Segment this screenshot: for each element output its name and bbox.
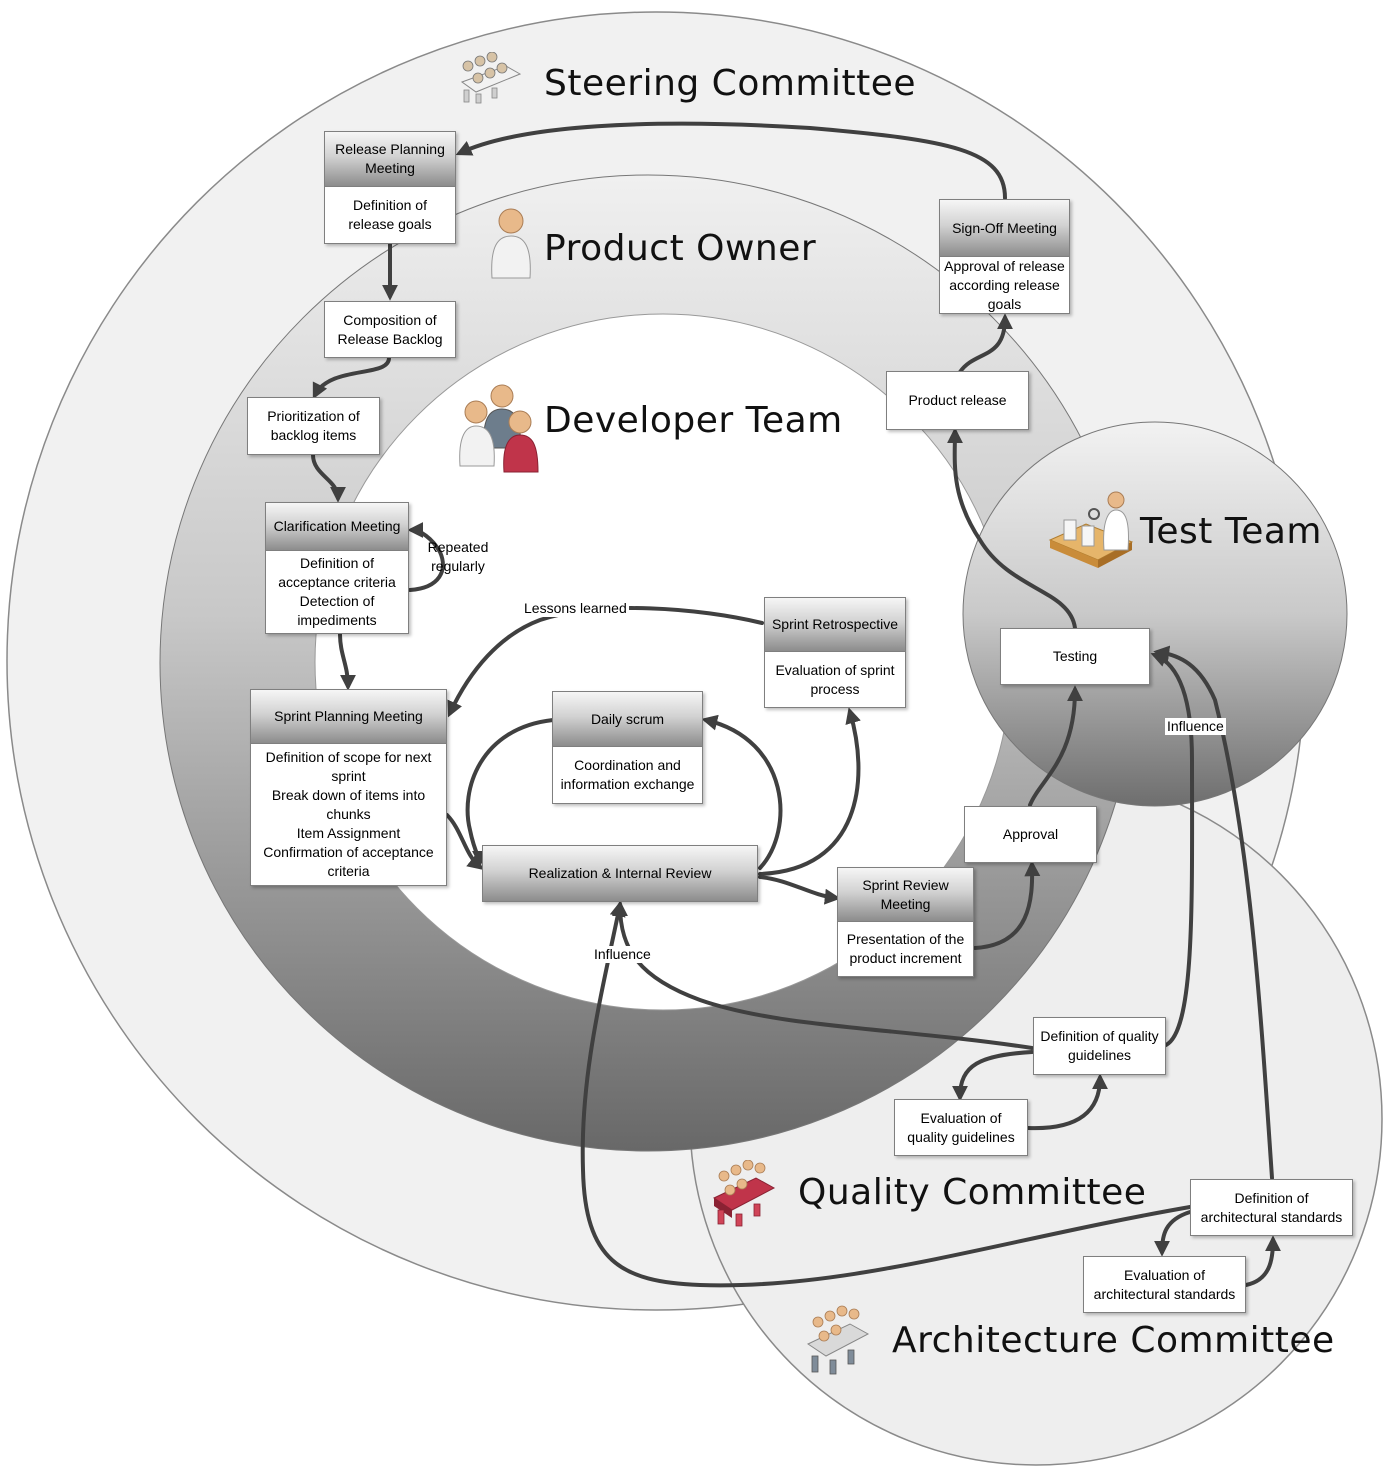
definition-quality-guidelines-box[interactable]: Definition of quality guidelines: [1033, 1017, 1166, 1075]
realization-internal-review-box[interactable]: Realization & Internal Review: [482, 845, 758, 902]
sprint-review-meeting-box[interactable]: Sprint Review Meeting Presentation of th…: [837, 867, 974, 977]
signoff-meeting-box[interactable]: Sign-Off Meeting Approval of release acc…: [939, 199, 1070, 314]
arrow-def-quality-to-eval-quality: [952, 1050, 1034, 1102]
arrow-quality-influence-testing: [1150, 651, 1195, 1047]
approval-box[interactable]: Approval: [964, 806, 1097, 863]
arrow-signoff-to-release-planning: [455, 121, 1007, 200]
meeting-table-red-icon: [712, 1160, 776, 1227]
arrow-sprint-review-to-approval: [973, 860, 1041, 950]
daily-scrum-box[interactable]: Daily scrum Coordination and information…: [552, 691, 703, 804]
arrow-arch-influence-testing: [1153, 645, 1274, 1180]
sprint-review-meeting-title: Sprint Review Meeting: [838, 868, 973, 922]
sprint-retrospective-box[interactable]: Sprint Retrospective Evaluation of sprin…: [764, 597, 906, 708]
arrow-arch-influence-realization: [580, 900, 1192, 1288]
influence-label-realization: Influence: [592, 946, 653, 963]
sprint-planning-meeting-title: Sprint Planning Meeting: [251, 690, 446, 744]
evaluation-architectural-standards-box[interactable]: Evaluation of architectural standards: [1083, 1256, 1246, 1313]
arrow-prioritization-to-clarification: [311, 453, 346, 503]
testing-box[interactable]: Testing: [1000, 628, 1150, 685]
tester-conveyor-icon: [1048, 491, 1134, 568]
clarification-meeting-box[interactable]: Clarification Meeting Definition of acce…: [265, 502, 409, 634]
release-planning-meeting-body: Definition of release goals: [348, 197, 432, 232]
product-owner-title: Product Owner: [544, 228, 817, 269]
sprint-retrospective-title: Sprint Retrospective: [765, 598, 905, 652]
composition-release-backlog-box[interactable]: Composition of Release Backlog: [324, 301, 456, 358]
arrow-realization-to-retrospective: [758, 707, 861, 876]
meeting-table-icon: [806, 1305, 870, 1375]
team-people-icon: [459, 384, 539, 473]
clarification-meeting-body: Definition of acceptance criteria Detect…: [266, 551, 408, 633]
sprint-planning-item: Break down of items into chunks: [271, 787, 426, 822]
definition-architectural-standards-box[interactable]: Definition of architectural standards: [1190, 1179, 1353, 1236]
lessons-learned-label: Lessons learned: [522, 600, 629, 617]
daily-scrum-title: Daily scrum: [553, 692, 702, 747]
architecture-committee-title: Architecture Committee: [892, 1320, 1335, 1361]
influence-label-testing: Influence: [1165, 718, 1226, 735]
meeting-table-icon: [460, 52, 522, 104]
sprint-planning-item: Item Assignment: [296, 825, 401, 841]
product-release-box[interactable]: Product release: [886, 371, 1029, 430]
sprint-planning-item: Definition of scope for next sprint: [265, 749, 432, 784]
sprint-planning-meeting-box[interactable]: Sprint Planning Meeting Definition of sc…: [250, 689, 447, 886]
arrow-composition-to-prioritization: [312, 356, 391, 400]
quality-committee-title: Quality Committee: [798, 1172, 1147, 1213]
release-planning-meeting-title: Release Planning Meeting: [325, 132, 455, 187]
test-team-title: Test Team: [1140, 511, 1322, 552]
clarification-item: Definition of acceptance criteria: [278, 555, 396, 590]
clarification-item: Detection of impediments: [297, 593, 377, 628]
arrow-realization-to-daily-scrum: [701, 714, 783, 870]
arrow-eval-arch-to-def-arch: [1244, 1235, 1281, 1287]
arrow-realization-to-sprint-review: [758, 875, 841, 905]
arrow-eval-quality-to-def-quality: [1026, 1073, 1108, 1131]
arrow-daily-scrum-to-realization: [465, 718, 555, 867]
sprint-planning-meeting-body: Definition of scope for next sprint Brea…: [251, 744, 446, 885]
sprint-planning-item: Confirmation of acceptance criteria: [263, 844, 434, 879]
test-team-circle: [962, 421, 1348, 807]
signoff-meeting-body: Approval of release according release go…: [944, 257, 1065, 312]
evaluation-quality-guidelines-box[interactable]: Evaluation of quality guidelines: [894, 1099, 1028, 1156]
arrow-testing-to-product-release: [946, 427, 1077, 630]
release-planning-meeting-box[interactable]: Release Planning Meeting Definition of r…: [324, 131, 456, 244]
sprint-review-meeting-body: Presentation of the product increment: [846, 931, 965, 966]
arrow-clarification-repeat: [407, 522, 445, 592]
daily-scrum-body: Coordination and information exchange: [560, 757, 695, 792]
sprint-retrospective-body: Evaluation of sprint process: [775, 661, 895, 697]
person-icon: [491, 208, 531, 279]
arrow-def-arch-to-eval-arch: [1154, 1210, 1192, 1257]
arrow-product-release-to-signoff: [958, 313, 1013, 374]
developer-team-title: Developer Team: [544, 400, 843, 441]
clarification-meeting-title: Clarification Meeting: [266, 503, 408, 551]
prioritization-backlog-box[interactable]: Prioritization of backlog items: [247, 397, 380, 455]
arrow-clarification-to-sprint-planning: [338, 632, 356, 691]
steering-committee-title: Steering Committee: [544, 63, 917, 104]
signoff-meeting-title: Sign-Off Meeting: [940, 200, 1069, 257]
arrow-approval-to-testing: [1028, 685, 1083, 807]
repeated-regularly-label: Repeated regularly: [427, 539, 489, 574]
